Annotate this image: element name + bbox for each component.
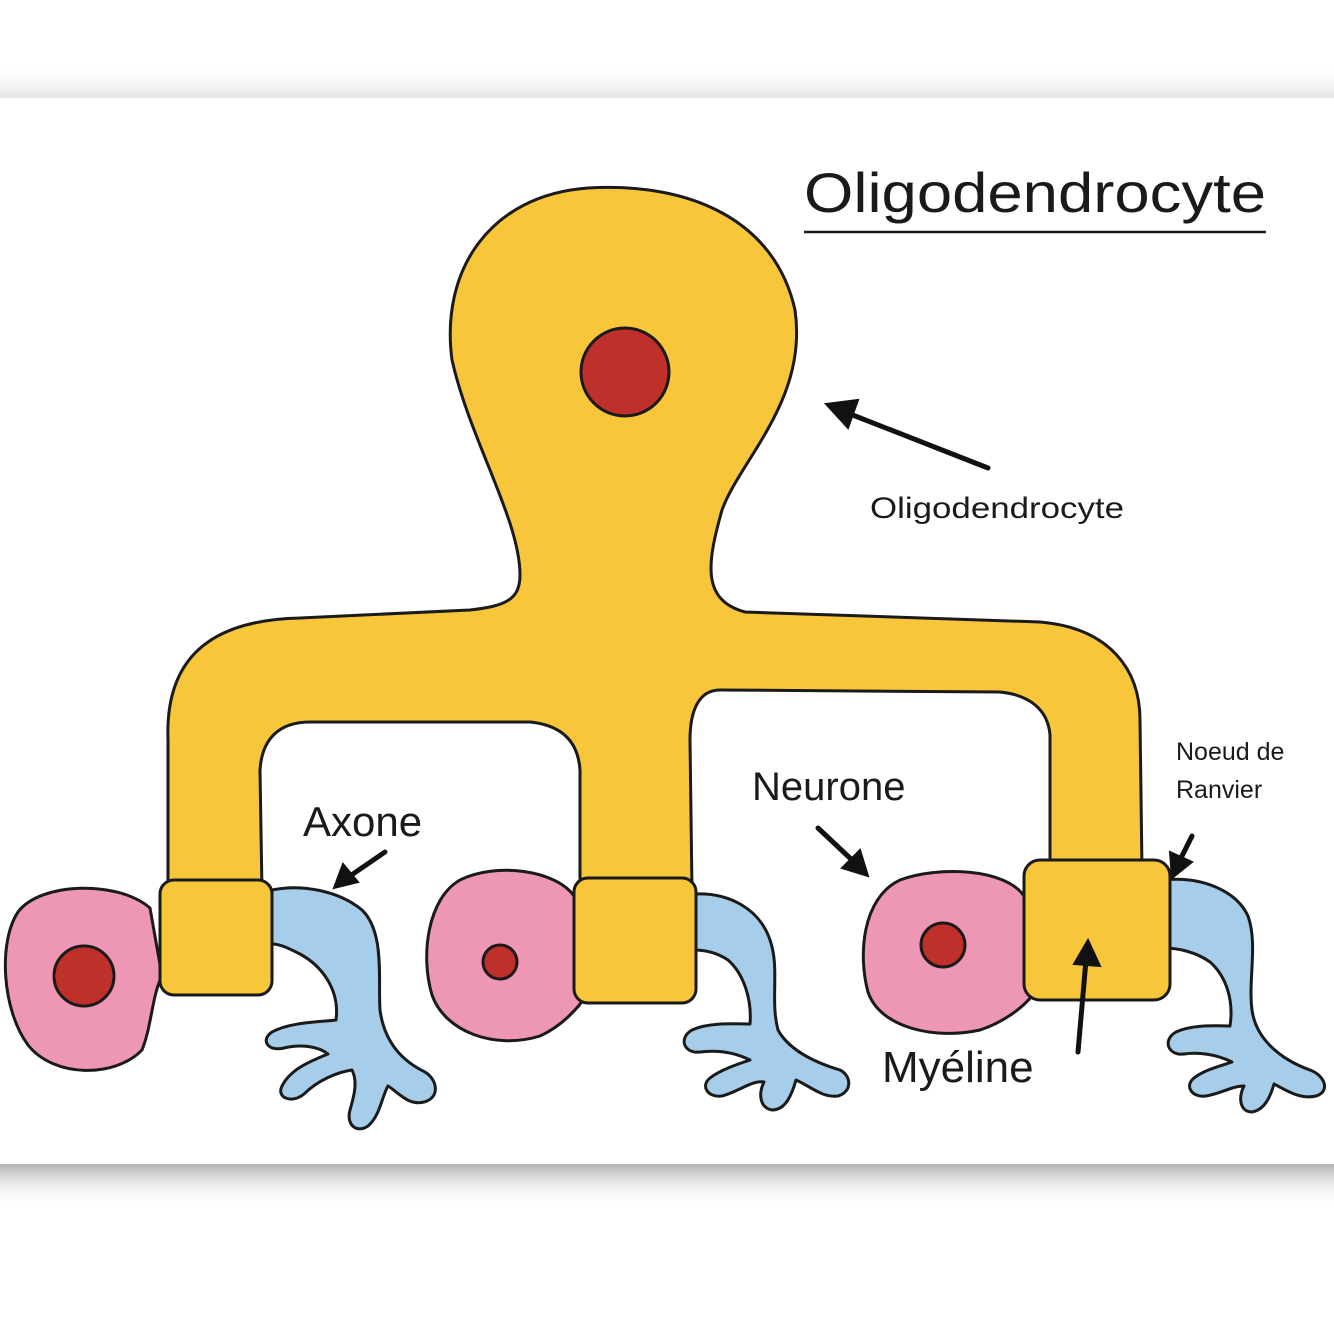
label-node-line-1: Noeud de	[1176, 738, 1284, 766]
oligodendrocyte-body	[166, 185, 1144, 896]
arrow-to-neuron	[815, 825, 870, 878]
diagram-title: Oligodendrocyte	[804, 161, 1266, 224]
neuron-1	[3, 886, 164, 1072]
neuron-2	[425, 868, 588, 1043]
neuron-3-nucleus	[919, 921, 967, 969]
arrow-to-axon	[332, 849, 388, 890]
label-node-line-2: Ranvier	[1176, 776, 1262, 804]
card-top-shadow	[0, 62, 1334, 98]
myelin-sheath-2	[572, 876, 698, 1005]
arrow-to-node-of-ranvier	[1168, 833, 1195, 880]
card-bottom-shadow	[0, 1164, 1334, 1208]
label-axon: Axone	[303, 798, 422, 845]
myelin-sheath-3	[1022, 858, 1172, 1002]
axon-3	[1162, 877, 1326, 1114]
arrow-to-oligodendrocyte	[823, 398, 991, 471]
oligodendrocyte-nucleus	[579, 326, 671, 418]
neuron-1-nucleus	[52, 944, 116, 1008]
label-myelin: Myéline	[882, 1043, 1034, 1092]
label-oligodendrocyte: Oligodendrocyte	[870, 492, 1124, 525]
label-neuron: Neurone	[752, 765, 905, 809]
arrow-to-myelin	[1072, 937, 1102, 1055]
myelin-sheath-1	[158, 878, 274, 997]
axon-2	[682, 892, 851, 1112]
neuron-3	[861, 870, 1034, 1035]
axon-1	[264, 886, 437, 1131]
neuron-2-nucleus	[481, 943, 519, 981]
